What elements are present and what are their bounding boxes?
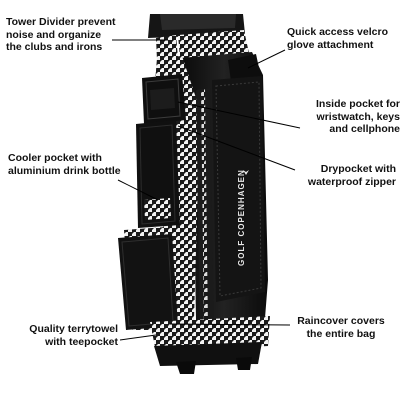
callout-line: the entire bag xyxy=(306,327,376,340)
callout-line: waterproof zipper xyxy=(307,175,396,188)
callout-glove-attachment: Quick access velcro glove attachment xyxy=(287,26,388,51)
callout-towel: Quality terrytowel with teepocket xyxy=(6,323,118,348)
callout-line: and cellphone xyxy=(329,123,400,135)
callout-line: Raincover covers xyxy=(297,315,385,327)
tower-divider xyxy=(148,14,250,60)
callout-leader-lines xyxy=(112,39,301,341)
callout-raincover: Raincover covers the entire bag xyxy=(286,315,396,340)
callout-line: Inside pocket for xyxy=(315,98,400,110)
inside-pocket xyxy=(142,74,186,124)
drypocket: GOLF COPENHAGEN xyxy=(212,76,265,302)
callout-line: the clubs and irons xyxy=(6,41,103,53)
callout-line: Quality terrytowel xyxy=(29,323,118,335)
towel-pocket xyxy=(118,234,178,330)
callout-line: wristwatch, keys xyxy=(316,110,400,123)
callout-tower-divider: Tower Divider prevent noise and organize… xyxy=(6,16,116,54)
callout-drypocket: Drypocket with waterproof zipper xyxy=(290,163,396,188)
bag-logo-text: GOLF COPENHAGEN xyxy=(237,169,246,266)
cooler-pocket xyxy=(136,120,180,228)
callout-line: Tower Divider prevent xyxy=(6,16,116,28)
callout-line: noise and organize xyxy=(6,28,102,41)
callout-line: Cooler pocket with xyxy=(8,152,102,164)
callout-line: glove attachment xyxy=(287,38,374,51)
callout-line: aluminium drink bottle xyxy=(8,164,121,177)
callout-line: Drypocket with xyxy=(320,163,396,175)
callout-inside-pocket: Inside pocket for wristwatch, keys and c… xyxy=(304,98,400,136)
callout-cooler-pocket: Cooler pocket with aluminium drink bottl… xyxy=(8,152,121,177)
callout-line: Quick access velcro xyxy=(287,26,388,38)
callout-line: with teepocket xyxy=(45,335,118,348)
